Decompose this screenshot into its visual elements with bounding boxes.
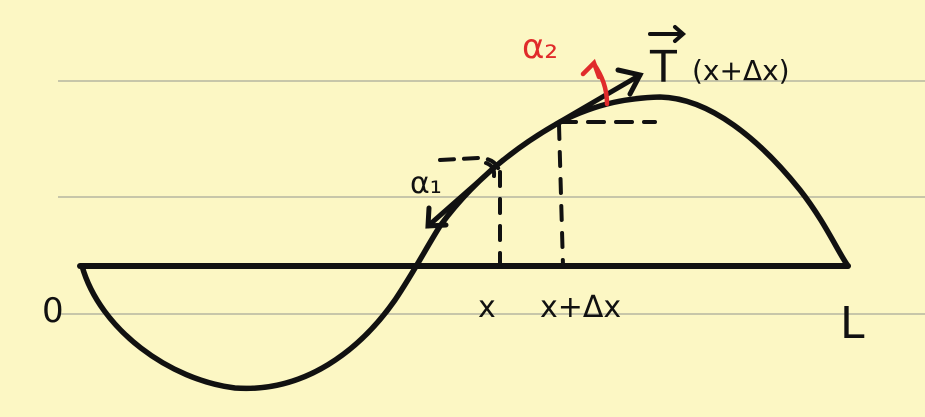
label-tension: T	[649, 42, 677, 93]
dashed-reference-x	[438, 155, 502, 180]
label-end-l: L	[840, 298, 865, 349]
tension-arrow-left	[425, 157, 506, 229]
label-tension-arg: (x+Δx)	[692, 54, 790, 87]
string-curve	[79, 94, 851, 392]
dashed-guide-x-plus-dx	[557, 123, 565, 268]
label-alpha1: α₁	[410, 166, 442, 201]
angle-arc-alpha1	[484, 161, 497, 178]
ruled-lines	[58, 80, 925, 315]
angle-arc-alpha2	[580, 58, 610, 107]
tension-arrow-right	[553, 67, 644, 127]
label-origin: 0	[42, 291, 64, 331]
label-x-plus-dx: x+Δx	[540, 290, 621, 325]
vector-arrow-over-t	[648, 25, 687, 43]
label-x: x	[478, 290, 496, 325]
label-alpha2: α₂	[522, 27, 558, 67]
